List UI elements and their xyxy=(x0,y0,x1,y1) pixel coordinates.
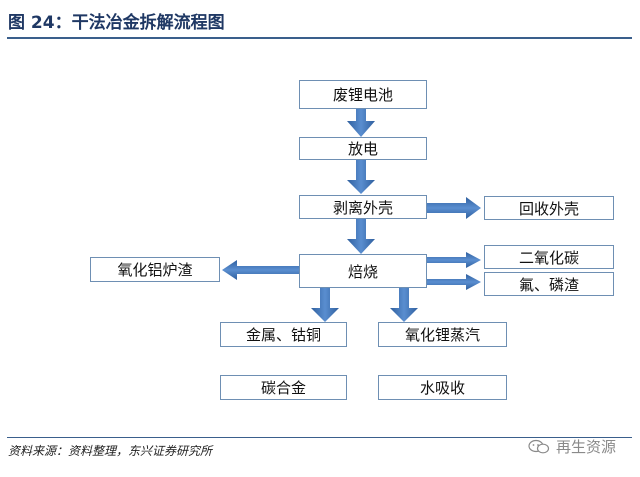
node-recycle-shell: 回收外壳 xyxy=(484,196,614,220)
arrow-discharge-to-peel xyxy=(347,159,375,194)
arrow-roast-to-alumina xyxy=(222,260,299,280)
arrow-peel-to-roast xyxy=(347,218,375,254)
node-lithium-oxide-vapor: 氧化锂蒸汽 xyxy=(378,322,507,347)
node-discharge: 放电 xyxy=(299,137,427,160)
node-alumina-slag: 氧化铝炉渣 xyxy=(90,257,220,282)
arrow-roast-to-metals xyxy=(311,287,339,322)
arrow-battery-to-discharge xyxy=(347,109,375,137)
node-metals: 金属、钴铜 xyxy=(220,322,347,347)
arrow-roast-to-fluorine xyxy=(427,274,481,290)
node-fluorine-phosphorus: 氟、磷渣 xyxy=(484,272,614,296)
wechat-icon xyxy=(528,439,550,453)
source-note: 资料来源：资料整理，东兴证券研究所 xyxy=(8,444,213,458)
watermark: 再生资源 xyxy=(528,436,616,457)
watermark-text: 再生资源 xyxy=(556,438,617,456)
node-waste-battery: 废锂电池 xyxy=(299,80,427,109)
node-peel-shell: 剥离外壳 xyxy=(299,195,427,219)
top-rule xyxy=(7,37,632,39)
arrow-roast-to-lithium-vapor xyxy=(390,287,418,322)
bottom-rule xyxy=(7,437,632,438)
arrow-peel-to-recycle-shell xyxy=(426,197,481,219)
node-absorb-water: 水吸收 xyxy=(378,375,507,400)
arrow-roast-to-co2 xyxy=(427,252,481,268)
node-roast: 焙烧 xyxy=(299,254,427,288)
node-co2: 二氧化碳 xyxy=(484,245,614,269)
figure-title: 图 24：干法冶金拆解流程图 xyxy=(8,13,225,33)
node-carbon-alloy: 碳合金 xyxy=(220,375,347,400)
